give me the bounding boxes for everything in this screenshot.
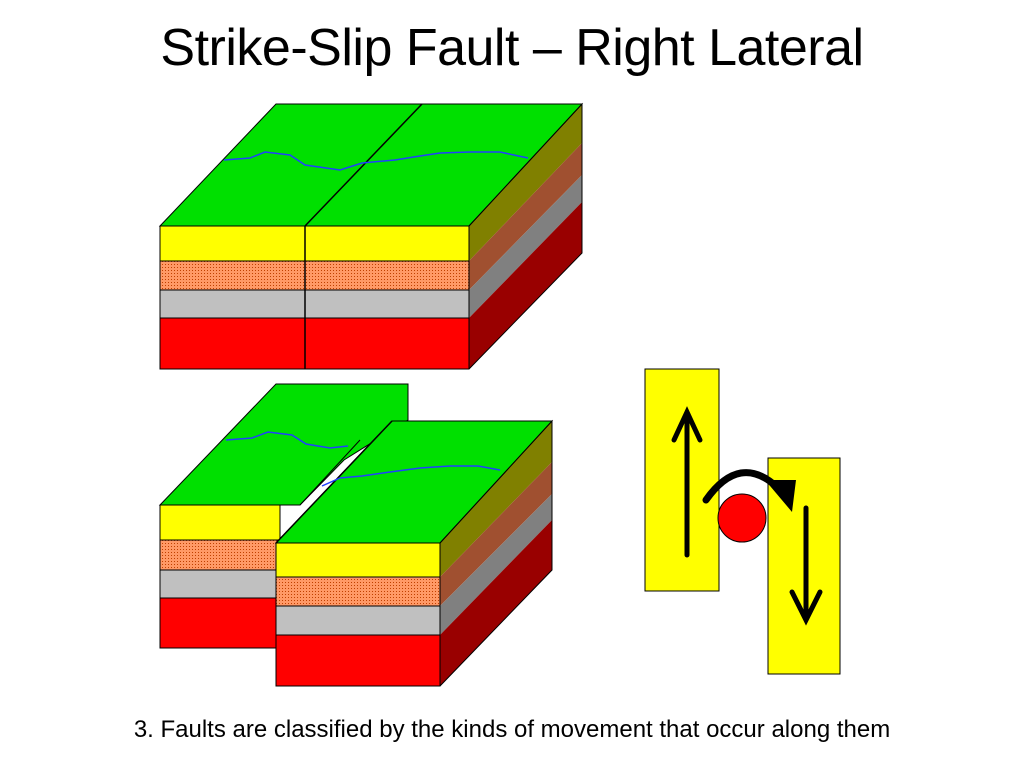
pivot-dot [717, 493, 767, 543]
fault-trace-intact [304, 103, 423, 227]
down-arrow-icon [789, 505, 823, 626]
motion-indicator [644, 368, 841, 675]
slide-title: Strike-Slip Fault – Right Lateral [160, 19, 864, 77]
fault-trace-offset [275, 420, 393, 544]
offset-block-right-side-face [440, 421, 552, 686]
intact-block [158, 102, 584, 370]
stream-line-intact [223, 151, 529, 171]
offset-block [158, 383, 554, 687]
offset-block-left-front-face [159, 504, 281, 649]
slide-caption: 3. Faults are classified by the kinds of… [133, 716, 891, 743]
intact-block-side-face [469, 104, 582, 369]
indicator-left-block [644, 368, 720, 592]
stream-line-offset-right [321, 465, 501, 487]
clockwise-rotation-arrow-icon [702, 469, 796, 512]
intact-block-front-face [159, 225, 470, 370]
up-arrow-icon [671, 406, 703, 558]
stream-line-offset-left [225, 431, 349, 449]
offset-block-right-front-face [275, 542, 441, 687]
